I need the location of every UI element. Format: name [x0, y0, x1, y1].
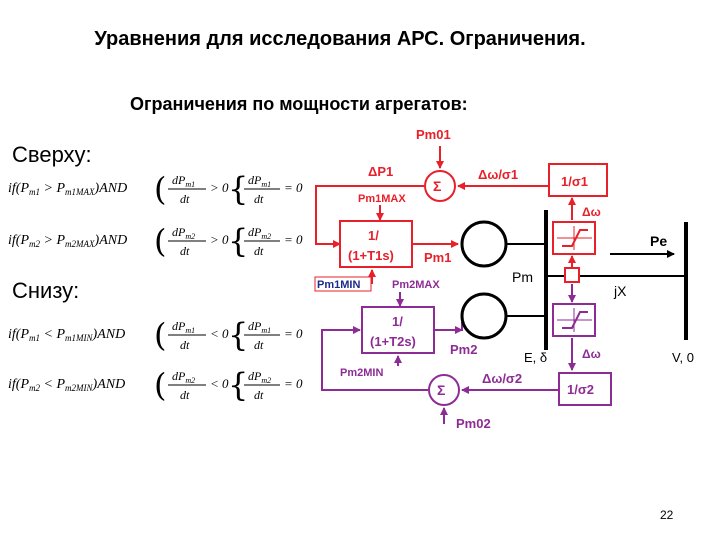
label-dw-top: Δω — [582, 205, 601, 219]
label-pm2max: Pm2MAX — [392, 279, 440, 291]
svg-text:dPm1: dPm1 — [172, 173, 195, 189]
label-pm2min: Pm2MIN — [340, 367, 383, 379]
sum-sign-1: Σ — [433, 178, 441, 194]
equation-3: if(Pm1 < Pm1MIN)AND dPm1 dt < 0 dPm1 dt … — [8, 316, 303, 354]
power-system: Pe Pm jX E, δ V, 0 Δω Δω — [460, 197, 694, 371]
svg-text:if(Pm1 < Pm1MIN)AND: if(Pm1 < Pm1MIN)AND — [8, 327, 125, 343]
slide-title: Уравнения для исследования АРС. Ограниче… — [94, 28, 586, 50]
svg-text:dt: dt — [254, 388, 264, 402]
label-tf1-l1: 1/ — [368, 228, 379, 243]
sum-sign-2: Σ — [437, 382, 445, 398]
label-pm01: Pm01 — [416, 127, 451, 142]
svg-text:if(Pm2 > Pm2MAX)AND: if(Pm2 > Pm2MAX)AND — [8, 233, 127, 249]
label-pm1min: Pm1MIN — [317, 279, 360, 291]
label-dp1: ΔP1 — [368, 164, 393, 179]
lower-loop: Pm2MAX 1/ (1+T2s) Pm2 Pm2MIN Σ Δω/σ2 1/σ… — [321, 279, 612, 431]
svg-text:dt: dt — [254, 244, 264, 258]
generator-2 — [460, 292, 508, 340]
equation-1: if(Pm1 > Pm1MAX)AND dPm1 dt > 0 dPm1 dt … — [8, 170, 303, 208]
label-tf2-l1: 1/ — [392, 314, 403, 329]
svg-text:= 0: = 0 — [284, 180, 303, 195]
section-upper-label: Сверху: — [12, 142, 92, 167]
svg-text:(: ( — [154, 316, 166, 354]
svg-text:= 0: = 0 — [284, 326, 303, 341]
svg-text:dt: dt — [254, 192, 264, 206]
svg-text:(: ( — [154, 222, 166, 260]
equation-4: if(Pm2 < Pm2MIN)AND dPm2 dt < 0 dPm2 dt … — [8, 366, 303, 404]
slide-subtitle: Ограничения по мощности агрегатов: — [130, 94, 468, 114]
svg-text:dt: dt — [254, 338, 264, 352]
svg-text:dPm2: dPm2 — [248, 369, 271, 385]
generator-1 — [460, 220, 508, 268]
label-dw-bottom: Δω — [582, 347, 601, 361]
label-pe: Pe — [650, 233, 667, 249]
label-tf2-l2: (1+T2s) — [370, 334, 416, 349]
svg-text:dt: dt — [180, 192, 190, 206]
svg-text:= 0: = 0 — [284, 376, 303, 391]
label-tf1-l2: (1+T1s) — [348, 248, 394, 263]
summator-2 — [428, 374, 460, 406]
label-inv-s1: 1/σ1 — [561, 174, 588, 189]
svg-text:> 0: > 0 — [210, 180, 229, 195]
svg-text:dt: dt — [180, 244, 190, 258]
label-inv-s2: 1/σ2 — [567, 382, 594, 397]
summator-1 — [424, 170, 456, 202]
equation-2: if(Pm2 > Pm2MAX)AND dPm2 dt > 0 dPm2 dt … — [8, 222, 303, 260]
svg-text:= 0: = 0 — [284, 232, 303, 247]
frequency-sensor — [564, 267, 580, 283]
label-v0: V, 0 — [672, 350, 694, 365]
label-jx: jX — [613, 283, 627, 299]
label-pm1max: Pm1MAX — [358, 193, 406, 205]
svg-text:{: { — [228, 222, 248, 260]
block-inv-sigma1 — [548, 163, 608, 197]
block-inv-sigma2 — [558, 372, 612, 406]
svg-text:> 0: > 0 — [210, 232, 229, 247]
label-pm: Pm — [512, 269, 533, 285]
svg-text:{: { — [228, 366, 248, 404]
svg-text:if(Pm2 < Pm2MIN)AND: if(Pm2 < Pm2MIN)AND — [8, 377, 125, 393]
svg-text:{: { — [228, 316, 248, 354]
label-e-delta: E, δ — [524, 350, 547, 365]
label-pm1: Pm1 — [424, 250, 451, 265]
svg-text:dPm2: dPm2 — [172, 225, 195, 241]
label-pm02: Pm02 — [456, 416, 491, 431]
upper-loop: Pm01 Σ Δω/σ1 1/σ1 ΔP1 Pm1MAX 1/ (1+T1s) … — [314, 127, 608, 292]
label-dw-s1: Δω/σ1 — [478, 167, 518, 182]
svg-text:dPm2: dPm2 — [248, 225, 271, 241]
label-pm2: Pm2 — [450, 342, 477, 357]
svg-text:dPm2: dPm2 — [172, 369, 195, 385]
svg-text:{: { — [228, 170, 248, 208]
svg-text:(: ( — [154, 366, 166, 404]
page-number: 22 — [660, 508, 674, 522]
svg-text:dt: dt — [180, 388, 190, 402]
section-lower-label: Снизу: — [12, 278, 80, 303]
svg-text:(: ( — [154, 170, 166, 208]
svg-text:dt: dt — [180, 338, 190, 352]
label-dw-s2: Δω/σ2 — [482, 371, 522, 386]
svg-text:dPm1: dPm1 — [248, 319, 271, 335]
svg-text:dPm1: dPm1 — [248, 173, 271, 189]
block-tf1 — [339, 220, 413, 268]
svg-text:dPm1: dPm1 — [172, 319, 195, 335]
svg-text:< 0: < 0 — [210, 326, 229, 341]
svg-text:< 0: < 0 — [210, 376, 229, 391]
svg-text:if(Pm1 > Pm1MAX)AND: if(Pm1 > Pm1MAX)AND — [8, 181, 127, 197]
